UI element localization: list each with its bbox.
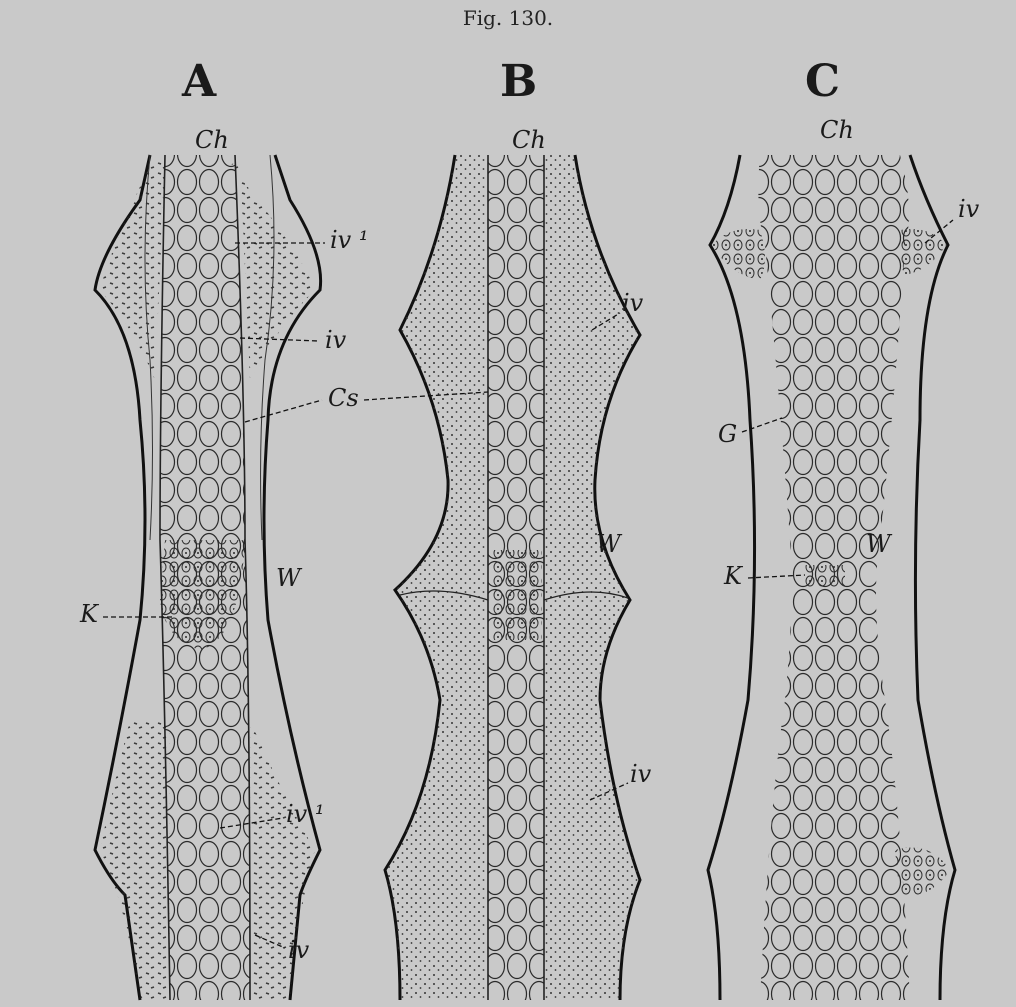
label-b-ch: Ch (512, 126, 546, 154)
label-c-g: G (718, 420, 737, 448)
panel-b-tissue-left (385, 155, 485, 1000)
label-a-iv1-top: iv ¹ (330, 226, 368, 254)
label-c-iv: iv (958, 195, 980, 223)
label-a-iv-top: iv (325, 326, 347, 354)
label-a-iv-bottom: iv (288, 936, 310, 964)
label-b-w: W (596, 530, 623, 558)
label-a-ch: Ch (195, 126, 229, 154)
label-a-iv1-bottom: iv ¹ (286, 800, 324, 828)
label-a-k: K (79, 600, 100, 628)
label-b-iv-top: iv (622, 289, 644, 317)
panel-b-tissue-right (545, 155, 640, 1000)
label-c-w: W (866, 530, 893, 558)
label-a-w: W (276, 564, 303, 592)
panel-b-drawing (385, 155, 640, 1000)
label-a-cs: Cs (328, 384, 359, 412)
panel-c-iv-left (712, 229, 765, 280)
panel-c-drawing (708, 155, 955, 1000)
label-c-ch: Ch (820, 116, 854, 144)
label-b-iv-bottom: iv (630, 760, 652, 788)
panel-a-iv-top-left (100, 160, 165, 380)
panel-a-iv-bottom-left (100, 720, 170, 1000)
label-c-k: K (723, 562, 744, 590)
panel-c-k-region (805, 565, 845, 587)
panel-b-k-region (492, 550, 542, 640)
panel-c-iv-bottom (895, 848, 950, 896)
